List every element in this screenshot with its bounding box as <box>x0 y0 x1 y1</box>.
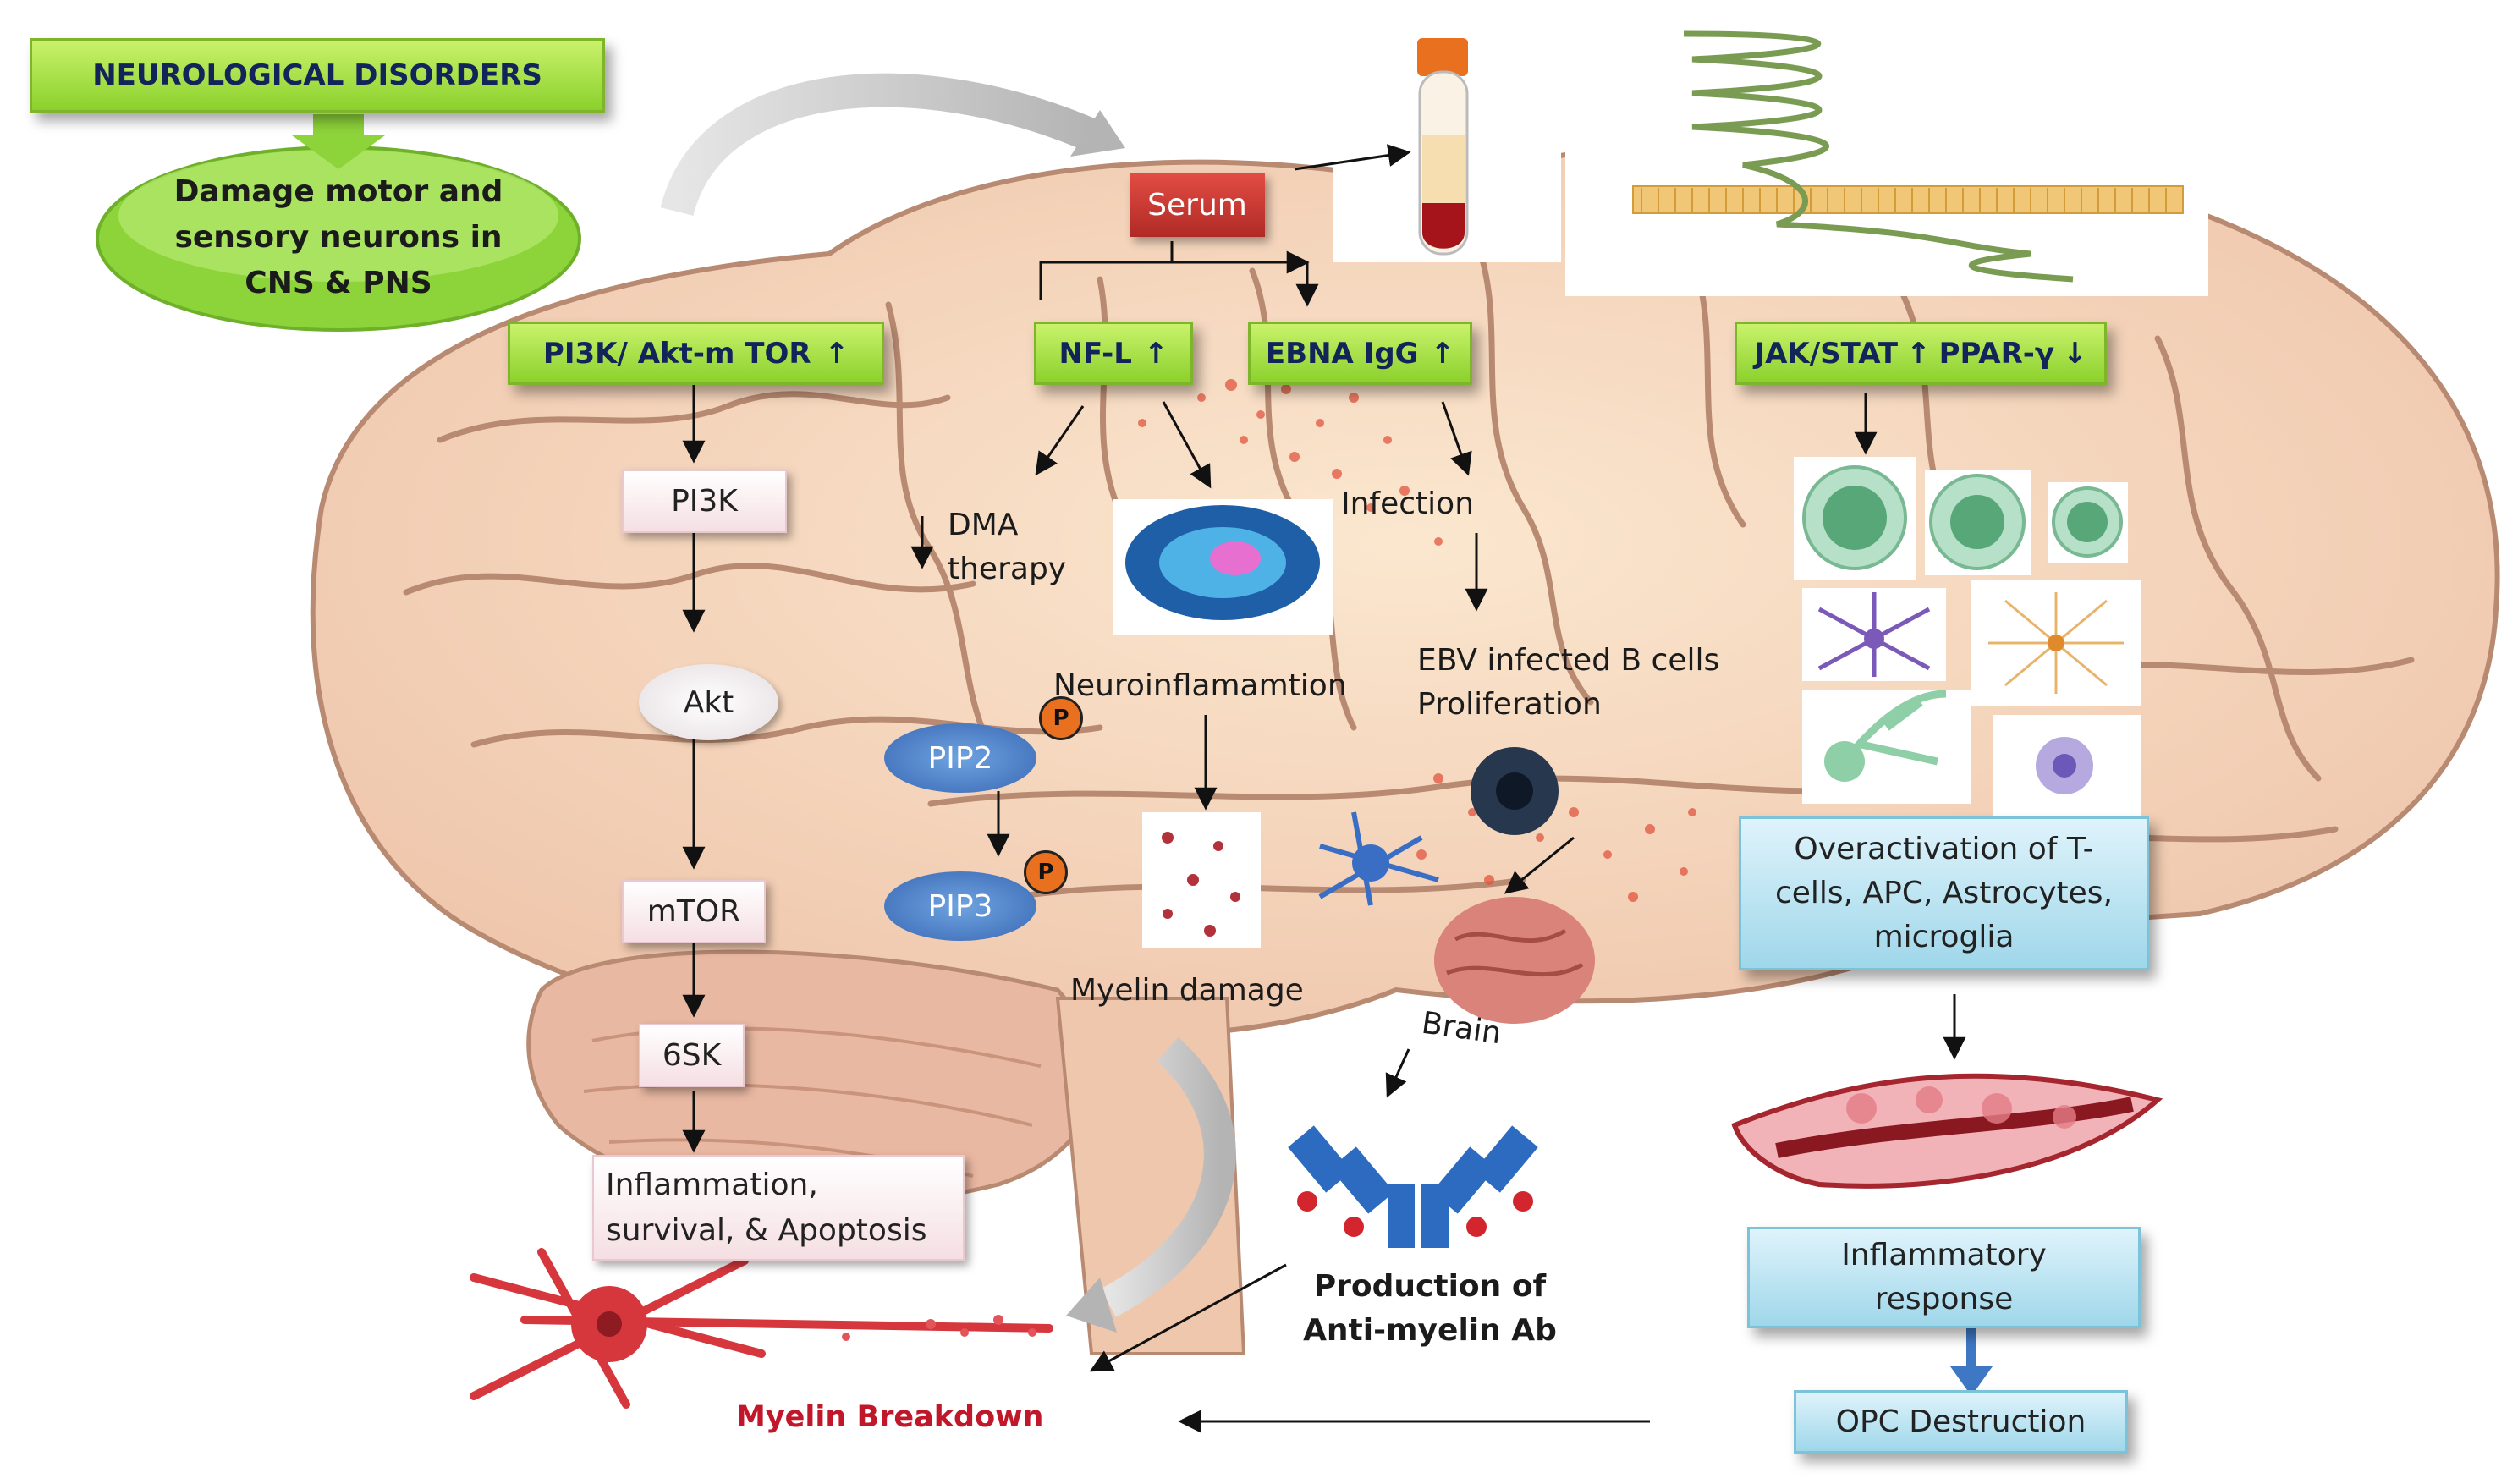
pi3k-box: PI3K <box>622 470 787 533</box>
pi3k-header-box: PI3K/ Akt-m TOR↑ <box>508 322 884 385</box>
inflammation-dots <box>1138 367 1696 918</box>
myelin-breakdown-label: Myelin Breakdown <box>736 1400 1044 1434</box>
nfl-header-box: NF-L↑ <box>1034 322 1193 385</box>
opc-destruction-box: OPC Destruction <box>1794 1390 2128 1454</box>
blood-tube-icon <box>1333 34 1561 262</box>
title-box: NEUROLOGICAL DISORDERS <box>30 38 605 113</box>
serum-box: Serum <box>1130 173 1265 237</box>
cycle-arrowhead-bottom <box>1066 1278 1117 1333</box>
cycle-arrow-top <box>660 73 1098 217</box>
cycle-arrow-bottom <box>1101 1036 1236 1317</box>
outcome-box: Inflammation, survival, & Apoptosis <box>592 1155 965 1261</box>
neuron-icon <box>1318 811 1439 906</box>
mtor-box: mTOR <box>622 880 766 943</box>
immune-cell-panel <box>1794 457 2141 816</box>
damaged-neuron-icon <box>470 1248 1053 1409</box>
neuroinflammation-label: Neuroinflamamtion <box>1053 668 1347 703</box>
pip2-oval: PIP2 <box>884 723 1036 793</box>
cycle-arrowhead-top <box>1070 110 1125 157</box>
phosphate-badge-2: P <box>1024 850 1068 894</box>
infection-label: Infection <box>1341 486 1475 521</box>
opc-down-arrowhead <box>1950 1366 1993 1396</box>
dendritic-cell-icon <box>1471 747 1559 835</box>
ebna-header-box: EBNA IgG↑ <box>1248 322 1472 385</box>
phosphate-badge-1: P <box>1039 696 1083 740</box>
myelin-damage-panel <box>1142 812 1261 948</box>
title-down-arrow <box>292 114 385 169</box>
6sk-box: 6SK <box>639 1024 745 1087</box>
overactivation-box: Overactivation of T-cells, APC, Astrocyt… <box>1739 816 2149 970</box>
brain-scan-icon <box>1113 499 1333 635</box>
akt-bubble: Akt <box>639 664 778 740</box>
small-brain-icon <box>1434 897 1595 1024</box>
blood-vessel-icon <box>1731 1073 2163 1189</box>
inflammatory-response-box: Inflammatory response <box>1747 1227 2141 1328</box>
cell-membrane-icon <box>1565 17 2208 296</box>
jak-ppar-header-box: JAK/STAT↑PPAR-γ↓ <box>1735 322 2107 385</box>
myelin-damage-label: Myelin damage <box>1070 973 1304 1008</box>
damage-text: Damage motor and sensory neurons in CNS … <box>173 174 503 300</box>
antibody-icon <box>1282 1108 1578 1252</box>
connector-arrows <box>682 144 1966 1433</box>
pip3-oval: PIP3 <box>884 871 1036 941</box>
